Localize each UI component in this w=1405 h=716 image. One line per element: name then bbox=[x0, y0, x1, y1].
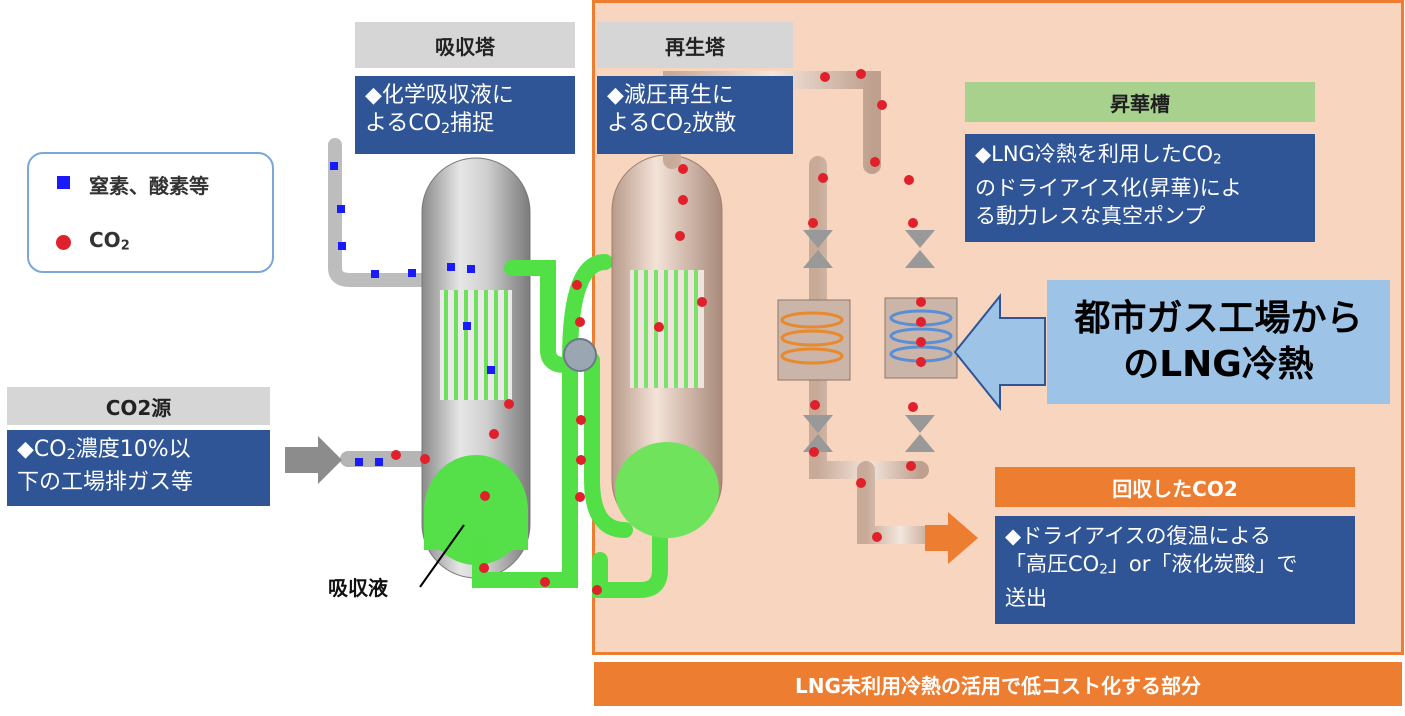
legend-n2-o2-icon bbox=[57, 176, 70, 189]
lng-source-box: 都市ガス工場から のLNG冷熱 bbox=[1047, 280, 1390, 404]
sublimation-tanks bbox=[777, 230, 958, 452]
sublimation-description: ◆LNG冷熱を利用したCO2 のドライアイス化(昇華)によ る動力レスな真空ポン… bbox=[965, 134, 1315, 242]
regenerator-desc-line1: ◆減圧再生に bbox=[607, 83, 734, 108]
legend-n2-o2-label: 窒素、酸素等 bbox=[89, 174, 209, 198]
nitrogen-oxygen-particles bbox=[330, 162, 495, 466]
regenerator-description: ◆減圧再生に よるCO2放散 bbox=[597, 76, 793, 154]
co2-particles bbox=[391, 69, 926, 595]
legend-co2-icon bbox=[56, 235, 71, 250]
source-description: ◆CO2濃度10%以 下の工場排ガス等 bbox=[7, 430, 270, 506]
recovered-desc-line1: ◆ドライアイスの復温による bbox=[1005, 524, 1271, 548]
recovered-desc-line2: 「高圧CO2」or「液化炭酸」で bbox=[1005, 552, 1298, 578]
recovered-co2-arrow bbox=[925, 512, 978, 564]
recovered-desc-line3: 送出 bbox=[1005, 585, 1047, 610]
sublimation-desc-line2: のドライアイス化(昇華)によ bbox=[975, 175, 1242, 200]
absorber-description: ◆化学吸収液に よるCO2捕捉 bbox=[355, 76, 575, 154]
absorber-desc-line1: ◆化学吸収液に bbox=[365, 83, 514, 108]
lng-source-line2: のLNG冷熱 bbox=[1123, 344, 1314, 385]
legend-co2-label: CO2 bbox=[89, 228, 130, 254]
lng-cold-arrow bbox=[953, 293, 1046, 411]
sublimation-desc-line1: ◆LNG冷熱を利用したCO2 bbox=[975, 142, 1222, 168]
absorber-title: 吸収塔 bbox=[355, 22, 575, 68]
absorber-column bbox=[421, 157, 531, 579]
vent-pipe bbox=[328, 138, 437, 287]
source-title: CO2源 bbox=[7, 387, 270, 425]
source-desc-line1: ◆CO2濃度10%以 bbox=[17, 437, 191, 463]
sublimation-title: 昇華槽 bbox=[965, 82, 1315, 122]
source-desc-line2: 下の工場排ガス等 bbox=[17, 469, 194, 495]
absorbent-leader-line bbox=[419, 524, 465, 588]
footer-banner: LNG未利用冷熱の活用で低コスト化する部分 bbox=[594, 662, 1402, 706]
recovered-description: ◆ドライアイスの復温による 「高圧CO2」or「液化炭酸」で 送出 bbox=[995, 516, 1355, 624]
lng-source-line1: 都市ガス工場から bbox=[1074, 298, 1363, 339]
absorbent-loop-piping bbox=[472, 254, 668, 598]
absorber-desc-line2: よるCO2捕捉 bbox=[365, 111, 495, 137]
absorbent-label: 吸収液 bbox=[328, 576, 388, 600]
sublimation-desc-line3: る動力レスな真空ポンプ bbox=[975, 203, 1206, 228]
regenerator-column bbox=[611, 154, 723, 538]
heat-exchanger-icon bbox=[563, 338, 597, 372]
regenerator-desc-line2: よるCO2放散 bbox=[607, 111, 737, 137]
recovered-title: 回収したCO2 bbox=[995, 467, 1355, 507]
legend: 窒素、酸素等 CO2 bbox=[27, 152, 274, 273]
regenerator-title: 再生塔 bbox=[597, 22, 793, 68]
